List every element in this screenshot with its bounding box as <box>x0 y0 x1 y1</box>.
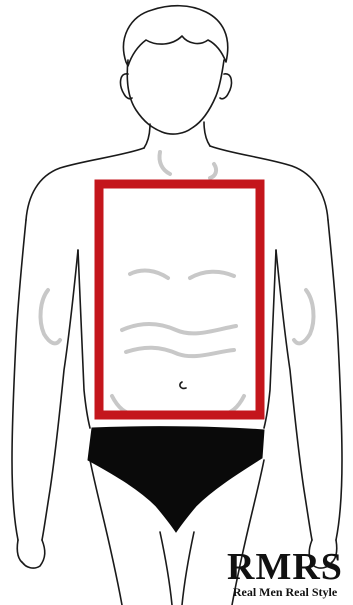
left-bicep-shading <box>41 290 60 343</box>
left-pec-shading <box>130 271 168 278</box>
head-outline <box>127 60 224 134</box>
hair <box>124 6 228 66</box>
right-bicep-shading <box>294 290 313 343</box>
torso-right-side <box>264 250 276 428</box>
left-shoulder-shading <box>159 152 170 174</box>
navel <box>180 382 186 388</box>
left-hand <box>17 540 45 568</box>
abs-shading-2 <box>126 348 234 356</box>
neck-left <box>144 124 150 148</box>
neck-right <box>204 122 210 146</box>
left-arm-outer <box>12 220 26 540</box>
right-pec-shading <box>190 272 234 278</box>
abs-shading-1 <box>122 324 236 333</box>
body-shape-frame <box>99 184 260 415</box>
logo-tagline: Real Men Real Style <box>221 586 349 599</box>
briefs <box>88 427 264 532</box>
left-leg <box>90 460 122 605</box>
right-arm-outer <box>328 220 342 540</box>
logo-wordmark: RMRS <box>221 548 349 586</box>
rmrs-logo: RMRS Real Men Real Style <box>221 548 349 599</box>
right-shoulder-shading <box>210 164 216 178</box>
torso-left-side <box>78 250 90 428</box>
inner-legs <box>160 532 194 605</box>
